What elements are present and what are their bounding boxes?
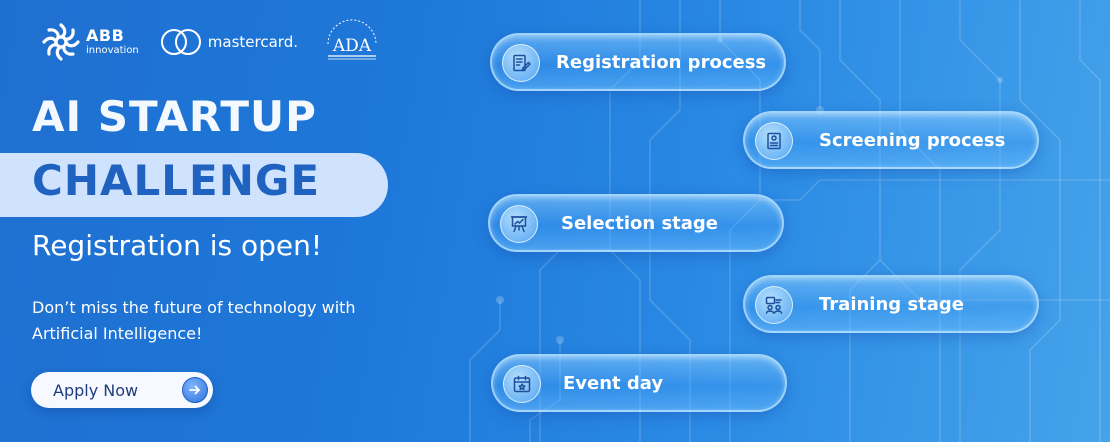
ada-wordmark: ADA	[332, 36, 372, 56]
apply-now-button[interactable]: Apply Now	[31, 372, 213, 408]
partner-logos: ABB innovation mastercard. ADA	[40, 18, 384, 66]
stage-label: Event day	[563, 373, 664, 394]
title-line-1: AI STARTUP	[32, 92, 317, 141]
stage-label: Selection stage	[561, 213, 718, 234]
mastercard-logo: mastercard.	[160, 29, 298, 55]
presentation-board-icon	[500, 205, 538, 243]
stage-selection-stage: Selection stage	[488, 194, 784, 252]
registration-open-text: Registration is open!	[32, 229, 323, 262]
stage-training-stage: Training stage	[743, 275, 1039, 333]
stage-label: Registration process	[556, 52, 767, 73]
abb-logo: ABB innovation	[40, 21, 139, 63]
training-people-icon	[755, 286, 793, 324]
title-line-2: CHALLENGE	[32, 156, 321, 205]
title-highlight	[0, 153, 388, 217]
profile-document-icon	[755, 122, 793, 160]
mastercard-circles-icon	[160, 29, 201, 55]
stage-registration-process: Registration process	[490, 33, 786, 91]
description-text: Don’t miss the future of technology with…	[32, 298, 356, 343]
abb-name: ABB	[86, 26, 125, 45]
stage-event-day: Event day	[491, 354, 787, 412]
mastercard-wordmark: mastercard.	[207, 33, 298, 51]
calendar-star-icon	[503, 365, 541, 403]
stage-label: Screening process	[819, 130, 1006, 151]
arrow-right-icon	[182, 377, 208, 403]
ada-university-logo: ADA	[327, 19, 377, 60]
document-edit-icon	[502, 44, 540, 82]
apply-now-label: Apply Now	[53, 380, 139, 400]
abb-subtitle: innovation	[86, 45, 139, 56]
stage-label: Training stage	[819, 294, 965, 315]
abb-flower-icon	[42, 23, 80, 61]
stage-screening-process: Screening process	[743, 111, 1039, 169]
